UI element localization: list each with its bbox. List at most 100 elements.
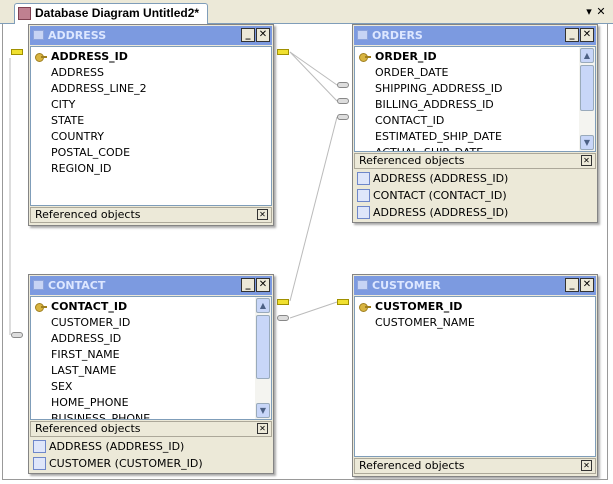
referenced-object-item[interactable]: ADDRESS (ADDRESS_ID)	[353, 204, 597, 221]
column-row[interactable]: ADDRESS_ID	[31, 49, 271, 65]
column-name: SHIPPING_ADDRESS_ID	[375, 82, 503, 95]
close-referenced-objects-button[interactable]: ✕	[257, 209, 268, 220]
column-name: CUSTOMER_ID	[51, 316, 131, 329]
column-row[interactable]: CUSTOMER_ID	[355, 299, 595, 315]
column-row[interactable]: POSTAL_CODE	[31, 145, 271, 161]
scroll-down-button[interactable]: ▼	[580, 135, 594, 150]
close-referenced-objects-button[interactable]: ✕	[257, 423, 268, 434]
close-referenced-objects-button[interactable]: ✕	[581, 460, 592, 471]
column-row[interactable]: STATE	[31, 113, 271, 129]
referenced-object-item[interactable]: CUSTOMER (CUSTOMER_ID)	[29, 455, 273, 472]
column-row[interactable]: REGION_ID	[31, 161, 271, 177]
referenced-objects-bar[interactable]: Referenced objects ✕	[30, 421, 272, 437]
column-row[interactable]: ACTUAL_SHIP_DATE	[355, 145, 595, 151]
pk-connector-icon	[277, 299, 289, 305]
column-name: ORDER_ID	[375, 50, 437, 63]
referenced-object-label: ADDRESS (ADDRESS_ID)	[49, 440, 185, 453]
referenced-object-item[interactable]: ADDRESS (ADDRESS_ID)	[353, 170, 597, 187]
close-button[interactable]: ✕	[256, 278, 270, 292]
scroll-up-button[interactable]: ▲	[580, 48, 594, 63]
minimize-button[interactable]: _	[565, 278, 579, 292]
column-row[interactable]: CONTACT_ID	[31, 299, 271, 315]
column-row[interactable]: FIRST_NAME	[31, 347, 271, 363]
minimize-button[interactable]: _	[241, 278, 255, 292]
tab-menu-icon[interactable]: ▾	[586, 5, 592, 18]
column-row[interactable]: BILLING_ADDRESS_ID	[355, 97, 595, 113]
column-name: HOME_PHONE	[51, 396, 129, 409]
scroll-thumb[interactable]	[580, 65, 594, 111]
column-name: SEX	[51, 380, 73, 393]
column-name: ADDRESS_ID	[51, 332, 122, 345]
pk-connector-icon	[277, 49, 289, 55]
column-row[interactable]: CUSTOMER_ID	[31, 315, 271, 331]
referenced-object-item[interactable]: ADDRESS (ADDRESS_ID)	[29, 438, 273, 455]
table-header[interactable]: CUSTOMER _✕	[354, 276, 596, 295]
column-row[interactable]: COUNTRY	[31, 129, 271, 145]
column-row[interactable]: CONTACT_ID	[355, 113, 595, 129]
scroll-thumb[interactable]	[256, 315, 270, 379]
table-name: CUSTOMER	[372, 279, 441, 292]
column-row[interactable]: HOME_PHONE	[31, 395, 271, 411]
column-name: POSTAL_CODE	[51, 146, 131, 159]
close-button[interactable]: ✕	[580, 28, 594, 42]
fk-connector-icon	[337, 114, 349, 120]
referenced-objects-bar[interactable]: Referenced objects ✕	[30, 207, 272, 223]
column-row[interactable]: ORDER_ID	[355, 49, 595, 65]
column-row[interactable]: CITY	[31, 97, 271, 113]
table-icon	[357, 206, 370, 219]
tab-close-icon[interactable]: ✕	[596, 5, 606, 18]
column-row[interactable]: SHIPPING_ADDRESS_ID	[355, 81, 595, 97]
referenced-objects-label: Referenced objects	[35, 208, 141, 221]
tab-bar: Database Diagram Untitled2* ▾ ✕	[0, 0, 613, 24]
column-row[interactable]: BUSINESS_PHONE	[31, 411, 271, 420]
scrollbar[interactable]: ▲▼	[579, 47, 595, 151]
close-button[interactable]: ✕	[580, 278, 594, 292]
referenced-objects-label: Referenced objects	[359, 154, 465, 167]
column-row[interactable]: ESTIMATED_SHIP_DATE	[355, 129, 595, 145]
column-name: LAST_NAME	[51, 364, 117, 377]
table-header[interactable]: ORDERS _✕	[354, 26, 596, 45]
column-row[interactable]: ORDER_DATE	[355, 65, 595, 81]
close-button[interactable]: ✕	[256, 28, 270, 42]
diagram-icon	[18, 7, 31, 20]
referenced-objects-label: Referenced objects	[35, 422, 141, 435]
referenced-object-item[interactable]: CONTACT (CONTACT_ID)	[353, 187, 597, 204]
minimize-button[interactable]: _	[241, 28, 255, 42]
pk-connector-icon	[337, 299, 349, 305]
column-row[interactable]: ADDRESS	[31, 65, 271, 81]
table-header[interactable]: CONTACT _✕	[30, 276, 272, 295]
scroll-down-button[interactable]: ▼	[256, 403, 270, 418]
tab-database-diagram[interactable]: Database Diagram Untitled2*	[14, 3, 209, 24]
column-list[interactable]: CUSTOMER_ID CUSTOMER_NAME	[354, 296, 596, 457]
primary-key-icon	[359, 303, 371, 312]
referenced-objects-bar[interactable]: Referenced objects ✕	[354, 153, 596, 169]
column-row[interactable]: CUSTOMER_NAME	[355, 315, 595, 331]
column-name: COUNTRY	[51, 130, 104, 143]
relation-line	[289, 51, 338, 102]
column-name: BUSINESS_PHONE	[51, 412, 151, 420]
column-name: CUSTOMER_ID	[375, 300, 463, 313]
column-row[interactable]: LAST_NAME	[31, 363, 271, 379]
table-header[interactable]: ADDRESS _✕	[30, 26, 272, 45]
minimize-button[interactable]: _	[565, 28, 579, 42]
referenced-object-label: ADDRESS (ADDRESS_ID)	[373, 172, 509, 185]
column-name: REGION_ID	[51, 162, 112, 175]
scroll-up-button[interactable]: ▲	[256, 298, 270, 313]
column-row[interactable]: ADDRESS_LINE_2	[31, 81, 271, 97]
table-icon	[33, 457, 46, 470]
table-name: ADDRESS	[48, 29, 107, 42]
column-row[interactable]: SEX	[31, 379, 271, 395]
table-icon	[357, 30, 368, 40]
referenced-objects-bar[interactable]: Referenced objects✕	[354, 458, 596, 474]
scrollbar[interactable]: ▲▼	[255, 297, 271, 419]
column-row[interactable]: ADDRESS_ID	[31, 331, 271, 347]
table-icon	[357, 280, 368, 290]
close-referenced-objects-button[interactable]: ✕	[581, 155, 592, 166]
